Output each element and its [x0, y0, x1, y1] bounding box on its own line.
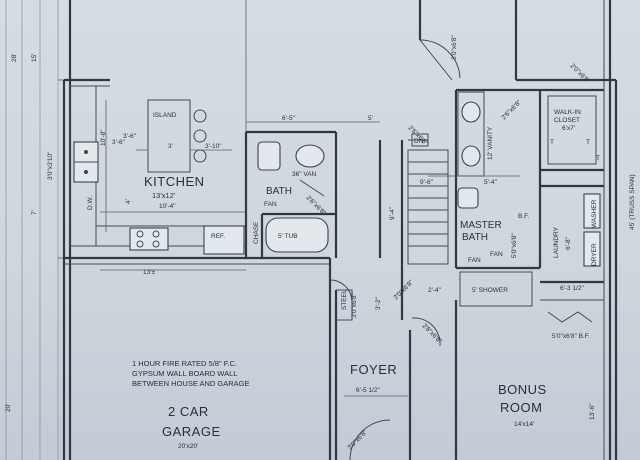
dim-5: 5': [368, 115, 373, 122]
top-area: 3'0"x6'8" 45' (TRUSS SPAN): [419, 35, 636, 230]
stool-icon: [193, 149, 207, 163]
dim-3-10: 3'-10": [205, 143, 222, 150]
bonus-room: BONUS ROOM 14'x14' 13'-6": [498, 382, 596, 428]
refrigerator-icon: [203, 225, 245, 255]
island: [147, 99, 191, 173]
chase-label: CHASE: [253, 221, 260, 244]
closet-label-2: CLOSET: [554, 117, 580, 124]
master-label: MASTER: [460, 220, 502, 231]
dim-6-3: 6'-3 1/2": [560, 285, 584, 292]
closet-size: 6'x7': [562, 125, 575, 132]
dim-5-4: 5'-4": [484, 179, 498, 186]
fire-note-2: GYPSUM WALL BOARD WALL: [132, 369, 237, 378]
vanity-master-label: 12' VANITY: [487, 126, 494, 160]
dim-6-5: 6'-5": [282, 115, 296, 122]
laundry: WASHER DRYER LAUNDRY 6'-8" 6'-3 1/2" 5'0…: [540, 155, 604, 340]
stool-icon: [193, 129, 207, 143]
bonus-label-2: ROOM: [500, 400, 542, 415]
fire-note-1: 1 HOUR FIRE RATED 5/8" F.C.: [132, 359, 237, 368]
master-fan-label: FAN: [490, 251, 503, 258]
laundry-size: 6'-8": [565, 236, 572, 250]
steel-door: 3'0"x6'8": [351, 293, 358, 318]
vanity-label: 36" VAN: [292, 171, 317, 178]
master-bath-label: BATH: [462, 232, 488, 243]
bonus-size: 14'x14': [514, 421, 534, 428]
fire-note-3: BETWEEN HOUSE AND GARAGE: [132, 379, 250, 388]
closet-door: 2'0"x6'8": [569, 62, 592, 85]
steel-label: STEEL: [341, 289, 348, 310]
bonus-label: BONUS: [498, 382, 547, 397]
garage-label-2: GARAGE: [162, 424, 221, 439]
bath: 6'-5" 5' BATH 36" VAN FAN 2'6"x6'8" 5' T…: [244, 115, 380, 258]
dryer-label: DRYER: [591, 243, 598, 266]
master-door: 2'6"x6'8": [500, 98, 523, 121]
dim-2-4: 2'-4": [428, 287, 442, 294]
stairs-down-label: DN: [414, 138, 424, 145]
bf-door-label: 5'0"x6'8" B.F.: [552, 333, 590, 340]
walk-in-closet: WALK-IN CLOSET 6'x7' 2'0"x6'8" T T: [540, 62, 604, 172]
dim-6-5-half: 6'-5 1/2": [356, 387, 380, 394]
fan-3: FAN: [468, 257, 481, 264]
washer-icon: [583, 193, 601, 229]
dim-20: 20': [5, 404, 12, 412]
foyer-door: 2'8"x6'8": [421, 322, 444, 345]
dim-3-6b: 3'-6": [123, 133, 137, 140]
bath-label: BATH: [266, 186, 292, 197]
laundry-label: LAUNDRY: [553, 226, 560, 258]
top-door: 3'0"x6'8": [451, 35, 458, 60]
truss-span: 45' (TRUSS SPAN): [629, 174, 636, 230]
master-sink-icon: [461, 145, 481, 167]
vanity-sink-icon: [295, 144, 325, 168]
garage-label: 2 CAR: [168, 404, 209, 419]
closet-label: WALK-IN: [554, 109, 581, 116]
tub-icon: [265, 217, 329, 253]
dim-9-6: 9'-6": [420, 179, 434, 186]
dim-7: 7': [31, 210, 38, 215]
dim-4: 4': [125, 199, 132, 204]
shower-label: 5' SHOWER: [472, 287, 508, 294]
master-bf-door: 5'0"x6'8": [511, 233, 518, 258]
foyer-label: FOYER: [350, 362, 397, 377]
exterior-walls: [62, 0, 618, 460]
door-2068: 2'0"x6'8": [392, 278, 415, 301]
fan-label: FAN: [264, 201, 277, 208]
entry-door: 3'0"x6'8": [346, 428, 369, 451]
island-label: ISLAND: [153, 112, 177, 119]
dim-15: 15': [31, 54, 38, 62]
garage-size: 20'x20': [178, 443, 198, 450]
kitchen-size: 13'x12': [152, 191, 176, 200]
dryer-icon: [583, 231, 601, 267]
kitchen: KITCHEN 13'x12' ISLAND 10'-4" 13'± 10'-8…: [47, 0, 247, 276]
window-label: 3'0"x3'10": [47, 151, 54, 180]
master-sink-icon: [461, 101, 481, 123]
dim-13: 13'±: [143, 269, 155, 276]
garage: 1 HOUR FIRE RATED 5/8" F.C. GYPSUM WALL …: [132, 359, 250, 450]
t-mark-1: T: [550, 139, 554, 146]
dim-3: 3': [168, 143, 173, 150]
t-mark-3: T: [596, 155, 600, 162]
dw-label: D.W.: [87, 196, 94, 210]
master-toilet-icon: [457, 187, 479, 209]
t-mark-2: T: [586, 139, 590, 146]
dim-10-4: 10'-4": [159, 203, 176, 210]
range-icon: [129, 227, 169, 251]
bf-label: B.F.: [518, 213, 529, 220]
kitchen-label: KITCHEN: [144, 174, 205, 189]
dim-3-6: 3'-6": [112, 139, 126, 146]
toilet-icon: [257, 141, 281, 171]
dim-28: 28': [11, 54, 18, 62]
shower: [459, 271, 533, 307]
dim-9-4: 9'-4": [389, 206, 396, 220]
stool-icon: [193, 109, 207, 123]
tub-label: 5' TUB: [278, 233, 298, 240]
dim-3-2: 3'-2": [375, 296, 382, 310]
stairs: DN 9'-4" 9'-6" 2'6"x6'8": [378, 90, 458, 268]
dim-13-6: 13'-6": [589, 403, 596, 420]
dim-10-8: 10'-8": [100, 129, 107, 146]
washer-label: WASHER: [591, 199, 598, 228]
left-dimension-lines: 28' 15' 7' 20': [5, 0, 64, 460]
ref-label: REF.: [211, 233, 225, 240]
